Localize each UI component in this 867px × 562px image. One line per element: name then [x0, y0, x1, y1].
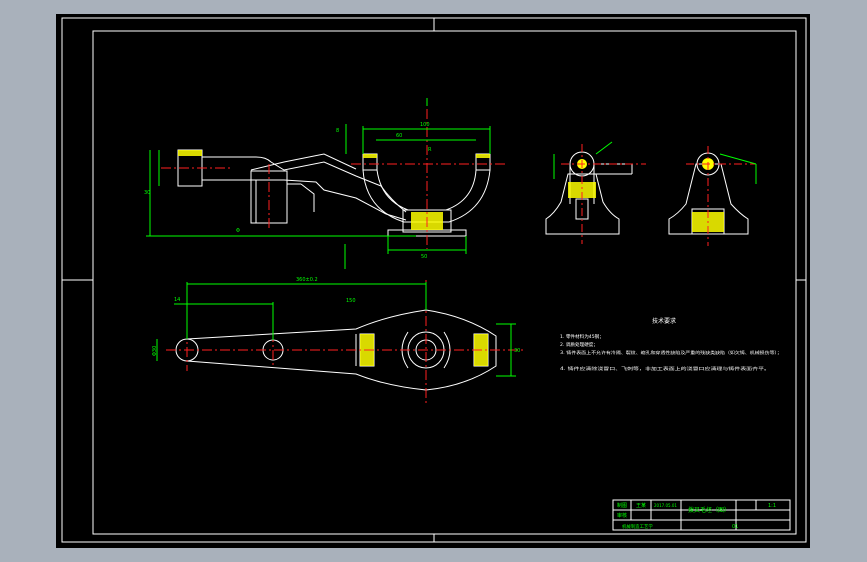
title-block-drawn-name: 王某 [636, 503, 646, 509]
top-view: 360±0.2 14 150 Φ30 30 [152, 277, 526, 406]
title-block: 制图 王某 2017.05.01 审核 拨叉毛坯（图） 1:1 机械制造工艺学 … [612, 499, 791, 531]
title-block-sheet: 01 [732, 524, 738, 530]
front-view-centerlines [161, 109, 506, 249]
dim-front-phi: Φ [236, 228, 240, 234]
side-view-left [545, 141, 646, 244]
tech-requirements: 技术要求 1. 零件材料为45钢； 2. 调质处理硬度； 3. 铸件表面上不允许… [560, 317, 782, 372]
dim-front-30: 30 [144, 190, 150, 196]
front-view-arm-outline [177, 149, 407, 224]
tech-requirement-2: 2. 调质处理硬度； [560, 341, 598, 348]
dim-front-60: 60 [396, 133, 402, 139]
title-block-checked-label: 审核 [617, 512, 627, 519]
top-view-dimension-text: 360±0.2 14 150 Φ30 30 [152, 277, 520, 356]
front-view: 100 60 R 30 Φ 8 50 [144, 98, 506, 269]
title-block-scale: 1:1 [768, 503, 776, 509]
dim-top-14: 14 [174, 297, 180, 303]
front-view-dimension-text: 100 60 R 30 Φ 8 50 [144, 122, 432, 260]
title-block-part-name: 拨叉毛坯（图） [688, 506, 730, 514]
title-block-date: 2017.05.01 [654, 503, 677, 508]
title-block-school: 机械制造工艺学 [622, 523, 653, 530]
sheet-border [61, 17, 807, 543]
side-left-section-fill [568, 182, 596, 198]
dim-front-r: R [428, 147, 432, 153]
tech-requirement-1: 1. 零件材料为45钢； [560, 333, 604, 340]
tech-requirement-3: 3. 铸件表面上不允许有冷隔、裂纹、缩孔和穿透性缺陷及严重的残缺类缺陷（如欠铸、… [560, 349, 782, 356]
front-view-section-fill [178, 150, 490, 230]
dim-top-phi30: Φ30 [152, 346, 158, 356]
dim-top-360: 360±0.2 [296, 277, 318, 283]
tech-requirement-4: 4. 铸件应清除浇冒口、飞刺等，非加工表面上的浇冒口应清理与铸件表面齐平。 [560, 365, 770, 372]
title-block-drawn-label: 制图 [617, 502, 627, 509]
top-view-dimension-lines [156, 282, 516, 377]
side-view-right [668, 146, 757, 246]
dim-front-8: 8 [336, 128, 339, 134]
dim-front-100: 100 [420, 122, 430, 128]
drawing-sheet: 100 60 R 30 Φ 8 50 [61, 17, 807, 543]
dim-top-30: 30 [514, 348, 520, 354]
dim-top-150: 150 [346, 298, 356, 304]
dim-front-50: 50 [421, 254, 427, 260]
cad-viewport[interactable]: 100 60 R 30 Φ 8 50 [56, 14, 810, 548]
front-view-dimension-lines [146, 98, 491, 269]
tech-requirements-title: 技术要求 [652, 317, 676, 325]
